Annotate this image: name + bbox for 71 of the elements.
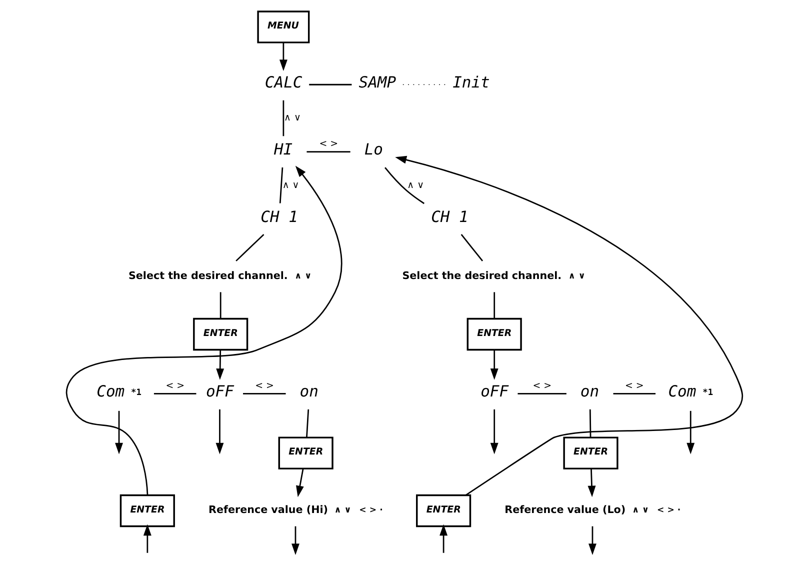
node-text: on: [580, 382, 600, 401]
arrow: [143, 524, 152, 553]
node-text: Reference value (Hi): [208, 504, 328, 516]
node-text: Select the desired channel.: [128, 270, 288, 282]
node-text: Com: [668, 382, 696, 401]
arrow: [279, 42, 288, 72]
arrow: [686, 410, 695, 454]
edge-label: < >: [532, 380, 552, 392]
connector: [518, 392, 566, 394]
node-text: SAMP: [358, 74, 396, 92]
node-text: Com: [96, 382, 125, 401]
arrow: [588, 526, 596, 555]
arrow: [115, 410, 123, 454]
node-box: ENTER: [278, 436, 334, 470]
edge-label: < >: [166, 380, 185, 392]
connector: [384, 167, 424, 204]
edge-label: ∧ ∨: [284, 112, 301, 124]
node-text: CH 1: [431, 208, 468, 226]
node-text: Select the desired channel.: [402, 270, 562, 282]
node-text: HI: [274, 140, 293, 159]
connector: [306, 151, 350, 152]
node-box: MENU: [257, 10, 310, 44]
connector: [220, 292, 222, 319]
node-label: ∧ ∨: [632, 505, 650, 516]
arrow: [395, 156, 743, 496]
connector: [460, 234, 484, 262]
edge-label: < >: [625, 380, 644, 392]
node-box: ENTER: [416, 494, 472, 528]
connector: [613, 392, 656, 394]
edge-label: < >: [255, 380, 274, 392]
arrow: [490, 350, 498, 380]
node-box: ENTER: [466, 318, 522, 351]
arrow: [216, 409, 224, 454]
node-box: ENTER: [120, 494, 175, 528]
connector: [243, 392, 286, 394]
arrow: [292, 526, 300, 555]
node-text: oFF: [206, 382, 234, 401]
node-text: CH 1: [260, 208, 298, 226]
connector: [309, 84, 352, 86]
node-text: Lo: [364, 140, 384, 159]
connector: [236, 234, 264, 262]
node-text: oFF: [480, 382, 509, 401]
arrow: [296, 468, 304, 498]
edge-label: < >: [319, 138, 338, 150]
node-text: CALC: [264, 74, 302, 92]
edge-label: ∧ ∨: [282, 180, 300, 191]
node-label: ∧ ∨: [568, 271, 586, 282]
node-text: Reference value (Lo): [504, 504, 626, 516]
connector: [282, 100, 284, 136]
connector: [306, 409, 310, 438]
arrow: [588, 468, 596, 498]
connector: [589, 409, 592, 438]
node-label: < > ·: [657, 505, 681, 516]
node-box: ENTER: [563, 436, 618, 470]
node-label: *1: [131, 388, 142, 398]
node-text: Init: [452, 74, 490, 92]
connector: [279, 167, 284, 204]
node-box: ENTER: [193, 318, 248, 351]
edge-label: ∧ ∨: [407, 180, 424, 191]
arrow: [490, 409, 498, 454]
arrow: [440, 524, 448, 553]
arrow: [216, 350, 224, 380]
node-label: ∧ ∨: [334, 505, 352, 516]
connector: [154, 392, 196, 394]
connector: [402, 84, 446, 86]
node-label: < > ·: [359, 505, 383, 516]
connector: [494, 292, 496, 319]
arrow: [66, 166, 342, 496]
node-label: ∧ ∨: [294, 271, 312, 282]
node-text: on: [300, 382, 318, 401]
node-label: *1: [702, 388, 714, 398]
